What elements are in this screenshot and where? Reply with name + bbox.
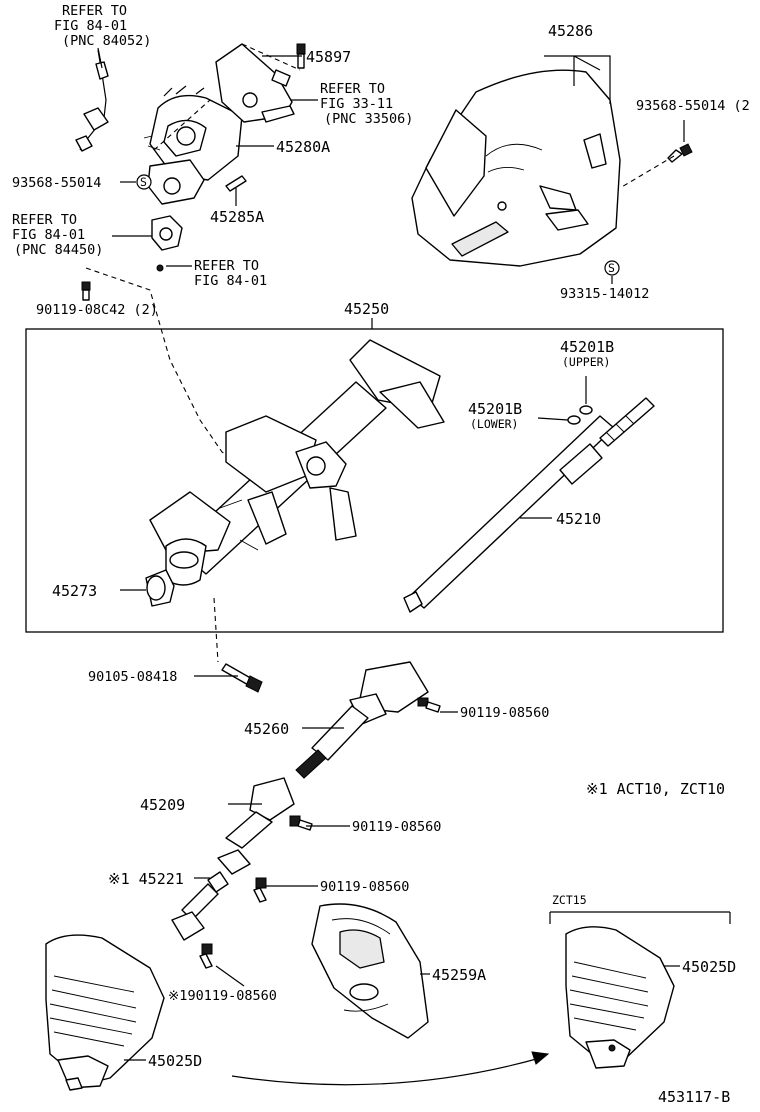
upper-note-label: (UPPER) [562,355,610,369]
refer-84052-label: REFER TO FIG 84-01 (PNC 84052) [54,3,151,49]
universal-joint-part [217,777,295,875]
part-45221-label: ※1 45221 [108,870,184,888]
boot-45025d-right-part [565,926,675,1069]
svg-text:REFER TO: REFER TO [194,258,259,274]
bolt-icon [289,815,313,831]
bolt-icon [296,43,306,69]
svg-text:S: S [140,175,147,189]
zct15-label: ZCT15 [552,893,587,907]
lock-housing-part [215,43,295,123]
refer-33506-label: REFER TO FIG 33-11 (PNC 33506) [320,81,413,127]
part-45201b-upper-label: 45201B [560,338,614,356]
svg-text:(PNC 33506): (PNC 33506) [324,111,413,127]
svg-text:FIG 84-01: FIG 84-01 [194,273,267,289]
circled-s-icon: S [604,260,620,276]
part-45260-label: 45260 [244,720,289,738]
part-93568-left-label: 93568-55014 [12,175,101,191]
column-assembly-box [25,328,724,633]
lower-note-label: (LOWER) [470,417,518,431]
part-93568-right-label: 93568-55014 (2 [636,98,750,114]
part-45025d-left-label: 45025D [148,1052,202,1070]
bolt-icon [417,697,441,713]
svg-text:(PNC 84052): (PNC 84052) [62,33,151,49]
refer-84450-label: REFER TO FIG 84-01 (PNC 84450) [12,212,103,258]
bolt-icon [199,943,213,969]
bolt-icon [221,663,263,693]
steering-column-tube-part [149,339,445,586]
ignition-switch-assembly-part [143,85,243,205]
part-45250-label: 45250 [344,300,389,318]
switch-harness-part [75,49,109,152]
part-45209-label: 45209 [140,796,185,814]
key-cylinder-part [151,215,183,272]
dust-seal-45259a-part [311,903,429,1039]
sliding-yoke-part [171,871,229,941]
circled-s-icon: S [136,174,152,190]
part-45897-label: 45897 [306,48,351,66]
figure-code-label: 453117-B [658,1088,730,1106]
collar-45273-part [145,569,175,607]
svg-text:FIG 33-11: FIG 33-11 [320,96,393,112]
boot-45025d-left-part [45,934,165,1091]
part-45286-label: 45286 [548,22,593,40]
svg-text:REFER TO: REFER TO [12,212,77,228]
part-90119-08560-c-label: 90119-08560 [320,879,409,895]
part-45210-label: 45210 [556,510,601,528]
part-90119-08560-b-label: 90119-08560 [352,819,441,835]
arrow-icon [231,1051,550,1086]
svg-text:FIG 84-01: FIG 84-01 [12,227,85,243]
part-90119-08560-d-label: ※190119-08560 [168,988,277,1004]
part-45201b-lower-label: 45201B [468,400,522,418]
part-45273-label: 45273 [52,582,97,600]
svg-text:S: S [608,261,615,275]
svg-text:(PNC 84450): (PNC 84450) [14,242,103,258]
part-93315-label: 93315-14012 [560,286,649,302]
svg-text:REFER TO: REFER TO [62,3,127,19]
part-90105-label: 90105-08418 [88,669,177,685]
bolt-icon [253,877,267,903]
svg-text:REFER TO: REFER TO [320,81,385,97]
column-cover-part [411,69,621,267]
bolt-icon [81,281,91,301]
intermediate-shaft-part [295,661,429,779]
part-45285a-label: 45285A [210,208,264,226]
refer-84-01-label: REFER TO FIG 84-01 [194,258,267,289]
part-90119-08560-a-label: 90119-08560 [460,705,549,721]
part-90119-08c42-label: 90119-08C42 (2) [36,302,158,318]
svg-text:FIG 84-01: FIG 84-01 [54,18,127,34]
main-shaft-part [403,397,655,613]
part-45280a-label: 45280A [276,138,330,156]
screw-icon [667,143,693,163]
pin-45285a-part [225,175,247,192]
act-zct-note-label: ※1 ACT10, ZCT10 [586,780,725,798]
part-45259a-label: 45259A [432,966,486,984]
part-45025d-right-label: 45025D [682,958,736,976]
snap-ring-part [567,405,593,425]
